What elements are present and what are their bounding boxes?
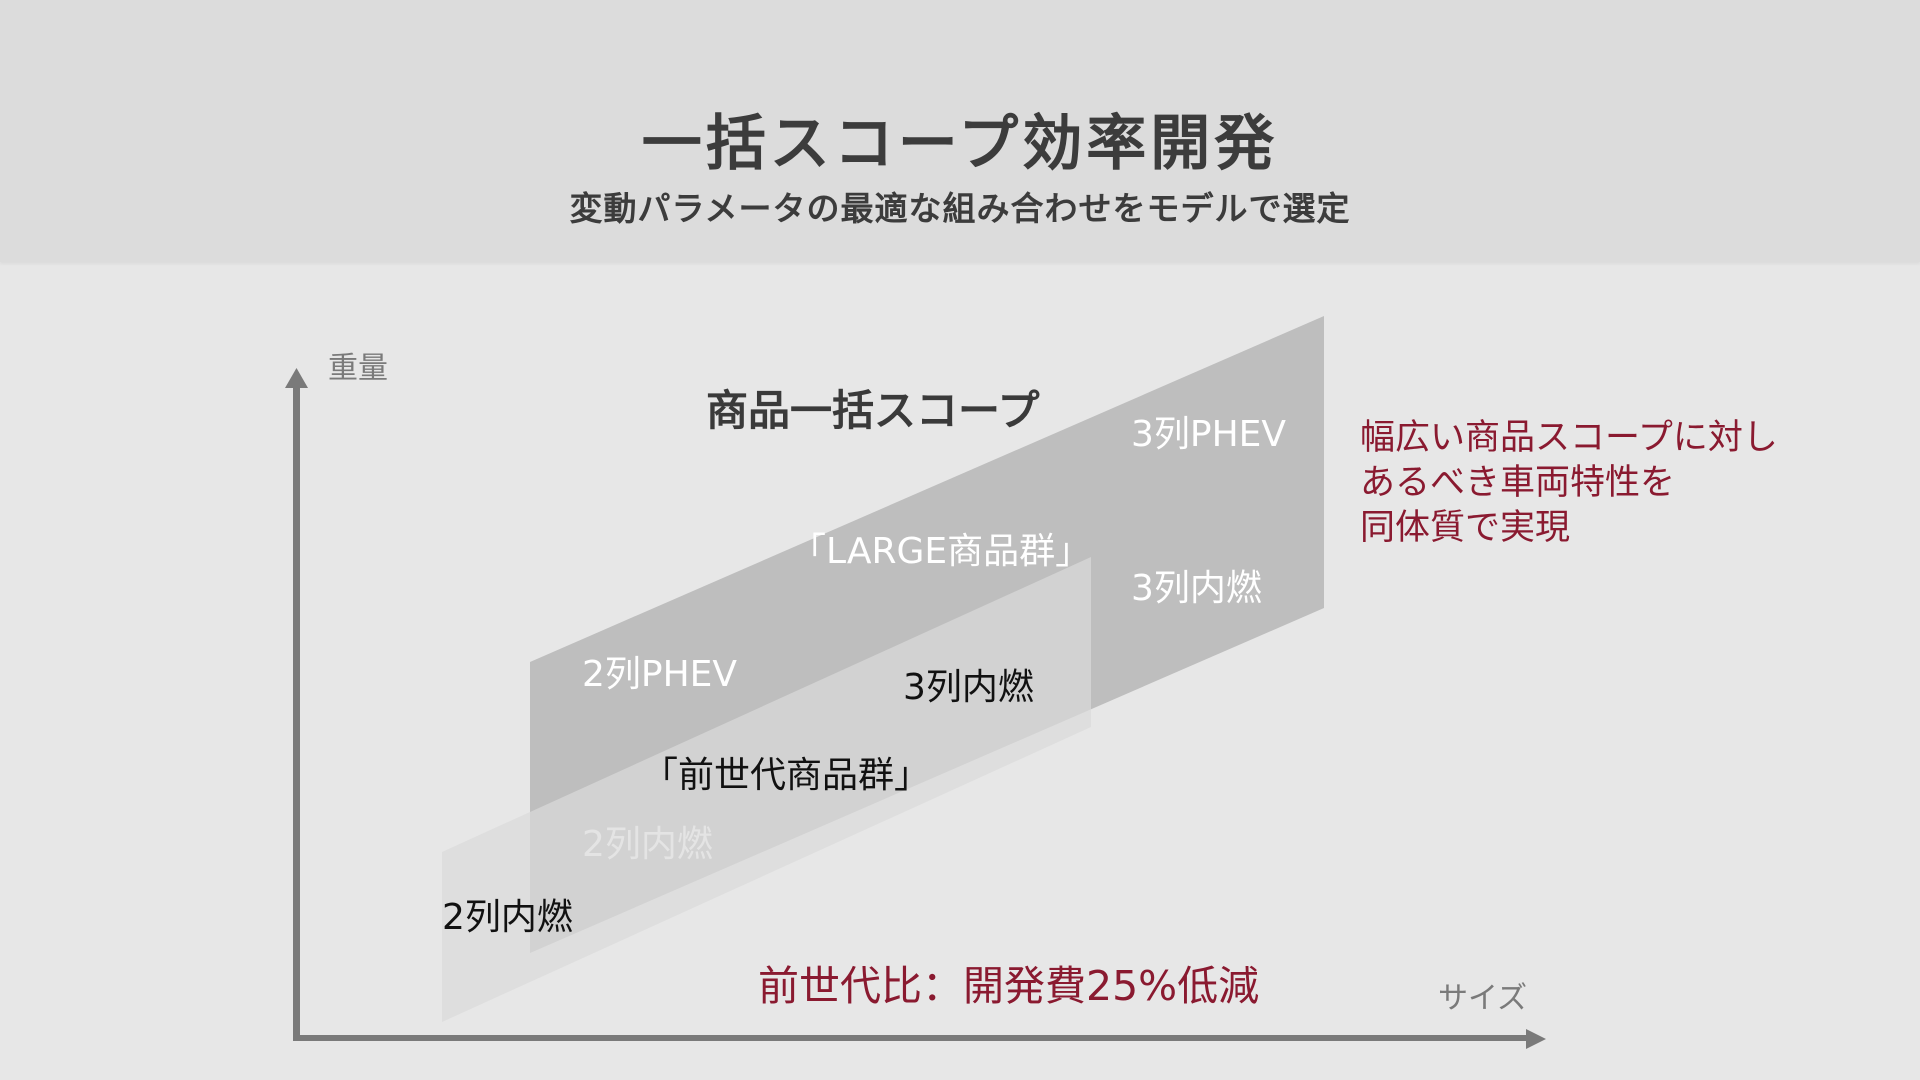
prev-gen-group-label: 「前世代商品群」 <box>642 755 931 796</box>
benefit-note-line: 同体質で実現 <box>1360 508 1571 548</box>
y-axis-label: 重量 <box>328 351 388 386</box>
label-2row-ice-prev: 2列内燃 <box>442 897 573 938</box>
y-axis-arrow-icon <box>285 368 308 388</box>
label-3row-ice-large: 3列内燃 <box>1131 568 1262 609</box>
y-axis <box>285 368 308 1040</box>
benefit-note-line: 幅広い商品スコープに対し <box>1360 418 1778 458</box>
label-3row-phev: 3列PHEV <box>1131 414 1287 455</box>
label-2row-ice-large: 2列内燃 <box>582 824 713 865</box>
scope-title: 商品一括スコープ <box>706 386 1040 435</box>
label-2row-phev: 2列PHEV <box>582 654 738 695</box>
x-axis-arrow-icon <box>1526 1029 1546 1049</box>
large-group-label: 「LARGE商品群」 <box>790 531 1092 572</box>
label-3row-ice-prev: 3列内燃 <box>903 667 1034 708</box>
prev-gen-group-shape <box>442 557 1091 1022</box>
page-title: 一括スコープ効率開発 <box>641 109 1279 179</box>
x-axis <box>293 1029 1546 1049</box>
header-band: 一括スコープ効率開発 変動パラメータの最適な組み合わせをモデルで選定 <box>0 0 1920 262</box>
x-axis-label: サイズ <box>1438 981 1528 1016</box>
page-subtitle: 変動パラメータの最適な組み合わせをモデルで選定 <box>569 189 1351 228</box>
benefit-note: 幅広い商品スコープに対し あるべき車両特性を 同体質で実現 <box>1360 416 1778 551</box>
benefit-note-line: あるべき車両特性を <box>1360 463 1676 503</box>
cost-reduction-result: 前世代比：開発費25%低減 <box>758 962 1260 1010</box>
